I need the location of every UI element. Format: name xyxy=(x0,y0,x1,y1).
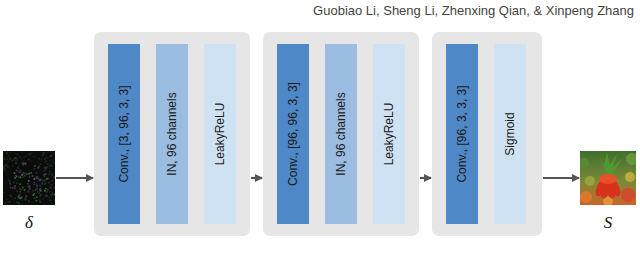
flower-image xyxy=(580,151,636,205)
flow-arrow xyxy=(251,177,262,179)
image-symbol: S xyxy=(580,213,636,233)
activation-bar: LeakyReLU xyxy=(204,44,236,224)
layer-label: Conv., [96, 3, 3, 3] xyxy=(455,85,469,182)
activation-bar: Sigmoid xyxy=(494,44,526,224)
layer-label: LeakyReLU xyxy=(382,103,396,166)
layer-label: IN, 96 channels xyxy=(334,92,348,175)
layer-label: LeakyReLU xyxy=(213,103,227,166)
flow-arrow xyxy=(420,177,431,179)
image-symbol: δ xyxy=(3,213,55,233)
flow-arrow xyxy=(56,177,93,179)
running-header: Guobiao Li, Sheng Li, Zhenxing Qian, & X… xyxy=(313,3,634,18)
output-image: S xyxy=(580,151,636,205)
layer-label: Conv., [96, 96, 3, 3] xyxy=(286,82,300,186)
layer-group: Conv., [3, 96, 3, 3] IN, 96 channels Leaky… xyxy=(94,32,250,236)
layer-label: IN, 96 channels xyxy=(165,92,179,175)
noise-image xyxy=(3,151,55,205)
activation-bar: LeakyReLU xyxy=(373,44,405,224)
norm-bar: IN, 96 channels xyxy=(156,44,188,224)
flow-arrow xyxy=(543,177,579,179)
conv-bar: Conv., [96, 3, 3, 3] xyxy=(446,44,478,224)
input-image: δ xyxy=(3,151,55,205)
layer-group: Conv., [96, 3, 3, 3] Sigmoid xyxy=(432,32,542,236)
conv-bar: Conv., [3, 96, 3, 3] xyxy=(108,44,140,224)
conv-bar: Conv., [96, 96, 3, 3] xyxy=(277,44,309,224)
layer-label: Conv., [3, 96, 3, 3] xyxy=(117,85,131,182)
layer-label: Sigmoid xyxy=(503,112,517,155)
layer-group: Conv., [96, 96, 3, 3] IN, 96 channels Leak… xyxy=(263,32,419,236)
norm-bar: IN, 96 channels xyxy=(325,44,357,224)
